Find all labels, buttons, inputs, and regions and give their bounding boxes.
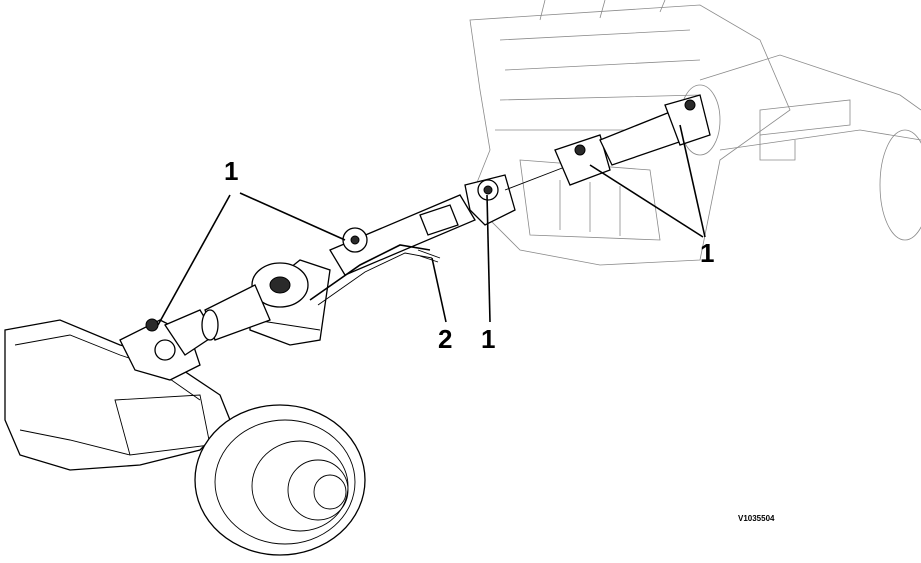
lubrication-line [309, 244, 441, 306]
intermediate-shaft [201, 284, 271, 341]
callout-1-right: 1 [700, 238, 714, 268]
rear-axle-housing [679, 54, 921, 241]
callout-1-upper-left: 1 [224, 156, 238, 186]
front-wheel [194, 404, 366, 556]
middle-universal-joint [464, 174, 516, 226]
callout-1-center: 1 [481, 324, 495, 354]
propeller-shaft [329, 194, 476, 276]
front-universal-joint [119, 309, 216, 381]
rear-shaft [504, 94, 711, 191]
callout-2: 2 [438, 324, 452, 354]
center-support-bearing [249, 259, 331, 346]
figure-reference-code: V1035504 [738, 514, 775, 523]
leader-lines [157, 124, 706, 326]
